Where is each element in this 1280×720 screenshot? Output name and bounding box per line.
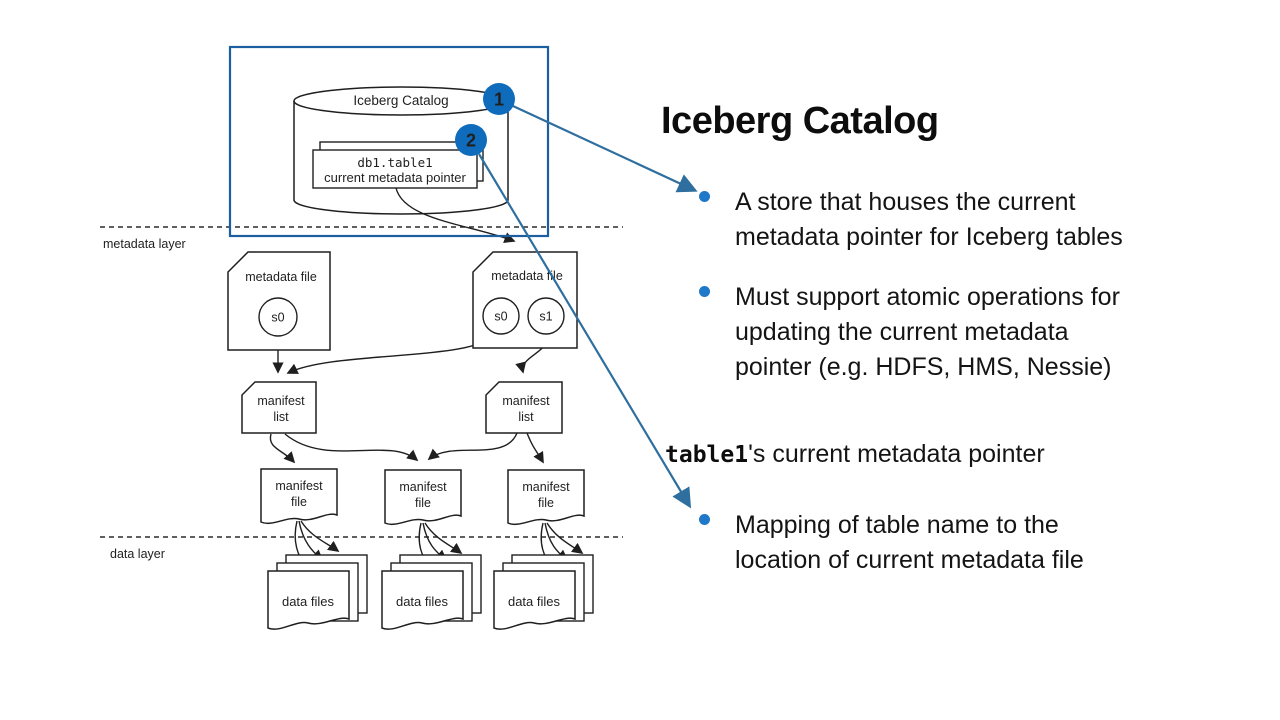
bullet-dot-icon	[699, 191, 710, 202]
data-files-2-label: data files	[396, 594, 449, 609]
callout-arrows	[478, 105, 698, 509]
data-files-1-label: data files	[282, 594, 335, 609]
front-card	[312, 149, 478, 189]
manifest-file-1: manifest file	[260, 468, 338, 524]
metadata-file-right-label: metadata file	[491, 269, 563, 283]
bullet-item-mapping: Mapping of table name to the location of…	[699, 508, 1084, 578]
metadata-layer-label: metadata layer	[103, 237, 186, 251]
bullet-dot-icon	[699, 286, 710, 297]
bullet-text-atomic-operations: Must support atomic operations for updat…	[735, 283, 1120, 381]
callout-arrow-2	[478, 153, 692, 509]
manifest-list-right: manifest list	[485, 381, 563, 434]
badge-2-number: 2	[466, 131, 476, 151]
catalog-selection-box	[228, 45, 550, 238]
subheading-current-metadata-pointer: table1's current metadata pointer	[665, 440, 1045, 469]
subheading-rest: 's current metadata pointer	[748, 440, 1045, 468]
badge-2: 2	[455, 124, 487, 156]
metadata-file-left-label: metadata file	[245, 270, 317, 284]
layer-separators	[100, 226, 623, 538]
badge-1: 1	[483, 83, 515, 115]
manifest-list-left-label-1: manifest	[257, 394, 305, 408]
snapshot-s0-left-label: s0	[271, 311, 284, 325]
card-table-name: db1.table1	[357, 155, 432, 170]
data-files-stack-2: data files	[381, 554, 482, 630]
callout-arrow-1	[512, 105, 698, 193]
manifest-list-left: manifest list	[241, 381, 317, 434]
data-files-3-label: data files	[508, 594, 561, 609]
bullet-dot-icon	[699, 514, 710, 525]
manifest-file-2-label-2: file	[415, 496, 431, 510]
snapshot-s1-label: s1	[539, 310, 552, 324]
metadata-file-right: metadata file s0 s1	[472, 251, 578, 349]
manifest-list-right-label-2: list	[518, 410, 534, 424]
manifest-file-2: manifest file	[384, 469, 462, 525]
bullet-text-mapping: Mapping of table name to the location of…	[735, 511, 1084, 574]
catalog-label: Iceberg Catalog	[353, 93, 448, 108]
subheading-table-code: table1	[665, 442, 749, 468]
bullet-item-atomic-operations: Must support atomic operations for updat…	[699, 280, 1120, 385]
snapshot-s1-circle	[527, 297, 565, 335]
manifest-file-1-label-1: manifest	[275, 479, 323, 493]
data-layer-label: data layer	[110, 547, 165, 561]
metadata-pointer-cards	[312, 141, 484, 189]
page-title: Iceberg Catalog	[661, 100, 939, 142]
manifest-file-1-label-2: file	[291, 495, 307, 509]
snapshot-s0-left-circle	[258, 297, 298, 337]
metadata-file-left: metadata file s0	[227, 251, 331, 351]
data-files-stack-1: data files	[267, 554, 368, 630]
manifest-list-left-label-2: list	[273, 410, 289, 424]
bullet-text-catalog-store: A store that houses the current metadata…	[735, 188, 1123, 251]
badge-1-circle	[483, 83, 515, 115]
badge-2-circle	[455, 124, 487, 156]
snapshot-s0-right-label: s0	[494, 310, 507, 324]
badge-1-number: 1	[494, 90, 504, 110]
manifest-list-right-label-1: manifest	[502, 394, 550, 408]
bullet-item-catalog-store: A store that houses the current metadata…	[699, 185, 1123, 255]
manifest-file-2-label-1: manifest	[399, 480, 447, 494]
manifest-file-3-label-2: file	[538, 496, 554, 510]
snapshot-s0-right-circle	[482, 297, 520, 335]
manifest-file-3: manifest file	[507, 469, 585, 525]
manifest-file-3-label-1: manifest	[522, 480, 570, 494]
data-files-stack-3: data files	[493, 554, 594, 630]
card-pointer-label: current metadata pointer	[324, 170, 466, 185]
